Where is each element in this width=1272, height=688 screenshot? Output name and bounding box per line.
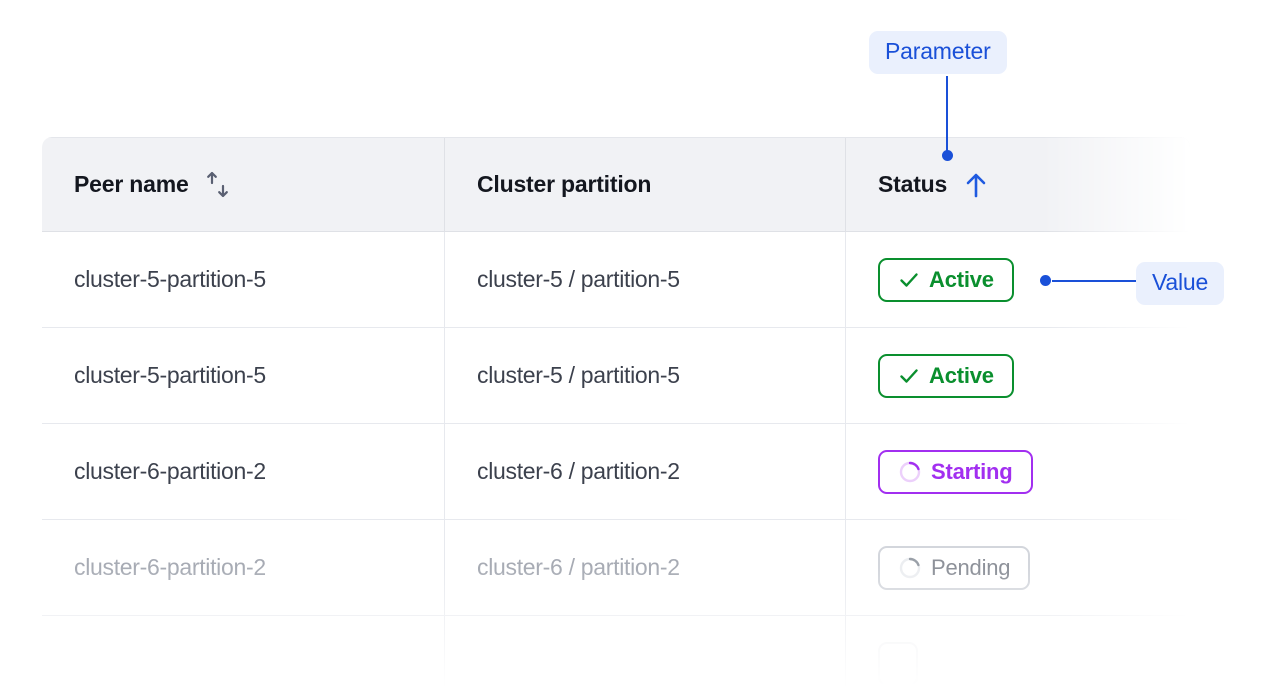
peers-table-container: Peer name Cluster partition Status xyxy=(42,137,1190,688)
status-label: Pending xyxy=(931,554,1011,580)
arrow-up-icon[interactable] xyxy=(963,171,989,199)
status-badge: Starting xyxy=(878,449,1033,494)
cell-peer-name xyxy=(42,616,445,688)
cell-peer-name: cluster-5-partition-5 xyxy=(42,328,445,423)
cell-status: Active xyxy=(846,328,1190,423)
peer-name-text: cluster-5-partition-5 xyxy=(74,362,266,388)
check-icon xyxy=(900,272,918,287)
column-header-cluster-partition[interactable]: Cluster partition xyxy=(445,138,846,231)
cell-cluster-partition: cluster-5 / partition-5 xyxy=(445,328,846,423)
spinner-icon xyxy=(899,557,921,578)
cluster-partition-text: cluster-6 / partition-2 xyxy=(477,458,680,484)
cell-peer-name: cluster-5-partition-5 xyxy=(42,232,445,327)
status-badge: Active xyxy=(878,353,1014,398)
annotation-dot-parameter xyxy=(942,150,953,161)
cell-peer-name: cluster-6-partition-2 xyxy=(42,520,445,615)
cell-cluster-partition: cluster-5 / partition-5 xyxy=(445,232,846,327)
status-badge: Pending xyxy=(878,545,1031,590)
cell-status: Starting xyxy=(846,424,1190,519)
status-label: Active xyxy=(929,266,994,292)
cluster-partition-text: cluster-5 / partition-5 xyxy=(477,266,680,292)
annotation-dot-value xyxy=(1040,275,1051,286)
column-header-label: Peer name xyxy=(74,171,189,197)
cell-status: Active xyxy=(846,232,1190,327)
table-row[interactable]: cluster-6-partition-2 cluster-6 / partit… xyxy=(42,424,1190,520)
cell-cluster-partition xyxy=(445,616,846,688)
annotation-label-value: Value xyxy=(1136,262,1225,305)
table-header-row: Peer name Cluster partition Status xyxy=(42,137,1190,232)
annotation-connector-value xyxy=(1052,280,1136,282)
table-row[interactable]: cluster-5-partition-5 cluster-5 / partit… xyxy=(42,232,1190,328)
peer-name-text: cluster-6-partition-2 xyxy=(74,458,266,484)
status-label: Starting xyxy=(931,458,1013,484)
status-badge xyxy=(878,641,918,686)
cluster-partition-text: cluster-6 / partition-2 xyxy=(477,554,680,580)
cluster-partition-text: cluster-5 / partition-5 xyxy=(477,362,680,388)
cell-cluster-partition: cluster-6 / partition-2 xyxy=(445,520,846,615)
status-badge: Active xyxy=(878,257,1014,302)
status-label: Active xyxy=(929,362,994,388)
cell-peer-name: cluster-6-partition-2 xyxy=(42,424,445,519)
annotation-label-parameter: Parameter xyxy=(869,31,1007,74)
table-row[interactable]: cluster-5-partition-5 cluster-5 / partit… xyxy=(42,328,1190,424)
spinner-icon xyxy=(899,461,921,482)
cell-cluster-partition: cluster-6 / partition-2 xyxy=(445,424,846,519)
table-row[interactable]: cluster-6-partition-2 cluster-6 / partit… xyxy=(42,520,1190,616)
column-header-label: Cluster partition xyxy=(477,171,652,197)
peer-name-text: cluster-6-partition-2 xyxy=(74,554,266,580)
column-header-label: Status xyxy=(878,171,948,197)
annotation-connector-parameter xyxy=(946,76,948,156)
cell-status: Pending xyxy=(846,520,1190,615)
sort-updown-icon[interactable] xyxy=(205,170,231,200)
column-header-status[interactable]: Status xyxy=(846,138,1190,231)
cell-status xyxy=(846,616,1190,688)
peers-table: Peer name Cluster partition Status xyxy=(42,137,1190,688)
peer-name-text: cluster-5-partition-5 xyxy=(74,266,266,292)
table-row[interactable] xyxy=(42,616,1190,688)
check-icon xyxy=(900,368,918,383)
column-header-peer-name[interactable]: Peer name xyxy=(42,138,445,231)
